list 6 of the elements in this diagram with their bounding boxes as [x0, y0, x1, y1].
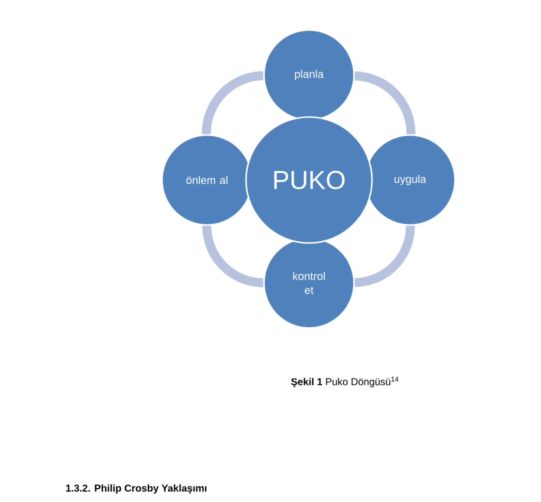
figure-caption: Şekil 1 Puko Döngüsü$^{14}$	[291, 376, 398, 388]
ring-segment	[202, 71, 264, 134]
ring-segment	[354, 71, 416, 134]
ring-segment	[354, 225, 415, 288]
ring-segment	[202, 225, 264, 288]
section-heading: 1.3.2. Philip Crosby Yaklaşımı	[66, 484, 206, 494]
